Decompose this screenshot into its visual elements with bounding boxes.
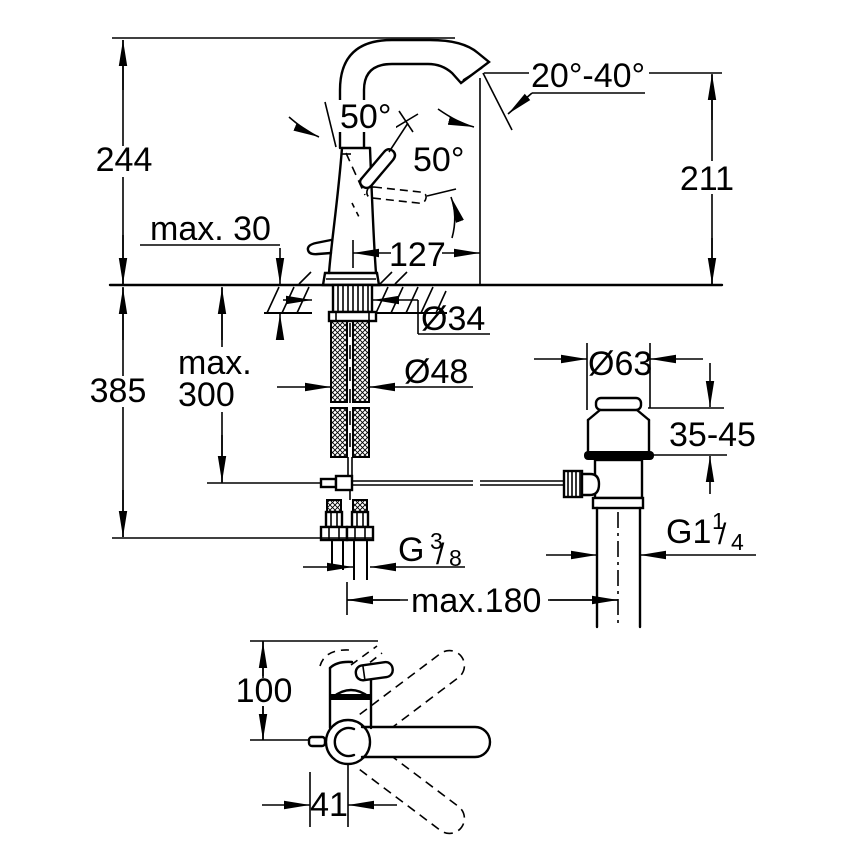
dimension-annotations — [112, 37, 756, 827]
dim-hole-diameter: Ø34 — [421, 300, 485, 338]
pop-up-rod-linkage — [319, 474, 564, 500]
spout-outline — [338, 38, 491, 150]
dim-hose-thread-slash: / — [436, 538, 445, 571]
dim-max-spread: max.180 — [411, 582, 541, 620]
dim-front-height: 100 — [236, 672, 293, 710]
dim-hose-thread-num: 3 — [430, 528, 443, 554]
dim-waste-thread-g: G1 — [666, 513, 711, 551]
spout-arm — [360, 725, 492, 759]
dim-handle-open-angle: 50° — [340, 98, 391, 136]
dim-spout-reach: 127 — [389, 236, 446, 274]
dim-hose-thread-den: 8 — [449, 545, 462, 571]
dim-hose-thread-g: G — [398, 531, 424, 569]
dim-rod-offset: 41 — [310, 786, 348, 824]
lever-tilted-dashed — [366, 186, 427, 204]
mounting-shank — [327, 283, 378, 323]
seal-washer — [584, 451, 654, 460]
spout-swivel-dashed — [359, 649, 466, 835]
dim-below-deck-depth: 385 — [90, 372, 147, 410]
dim-waste-thread-slash: / — [718, 518, 727, 551]
hose-end-connectors — [319, 499, 375, 580]
dim-overall-height: 244 — [96, 141, 153, 179]
pop-up-waste-assembly — [562, 396, 654, 629]
lever-handle — [324, 101, 457, 218]
dim-hose-length-line2: 300 — [178, 376, 235, 414]
dim-handle-tilt-angle: 50° — [413, 141, 464, 179]
dim-waste-thread-den: 4 — [731, 529, 744, 555]
dim-deck-thickness: max. 30 — [150, 210, 271, 248]
dimension-labels: 244 max. 30 50° 50° 20°-40° 211 127 385 … — [90, 57, 756, 824]
front-view-faucet — [307, 645, 492, 835]
flexible-hoses — [330, 320, 370, 476]
front-rod-stub — [307, 735, 327, 748]
dim-outlet-height: 211 — [680, 160, 734, 198]
main-view-faucet — [108, 38, 724, 580]
countertop-section — [108, 271, 724, 314]
front-lever — [354, 660, 394, 682]
dim-shaft-diameter: Ø48 — [404, 353, 468, 391]
faucet-body — [306, 146, 381, 287]
pullrod-knob — [306, 238, 333, 256]
dim-hose-length-line1: max. — [178, 344, 252, 382]
dim-waste-thread-num: 1 — [712, 508, 725, 534]
dim-spout-angle-range: 20°-40° — [531, 57, 645, 95]
dim-clamping-range: 35-45 — [669, 416, 756, 454]
label-halos — [88, 100, 736, 706]
dim-flange-diameter: Ø63 — [588, 345, 652, 383]
